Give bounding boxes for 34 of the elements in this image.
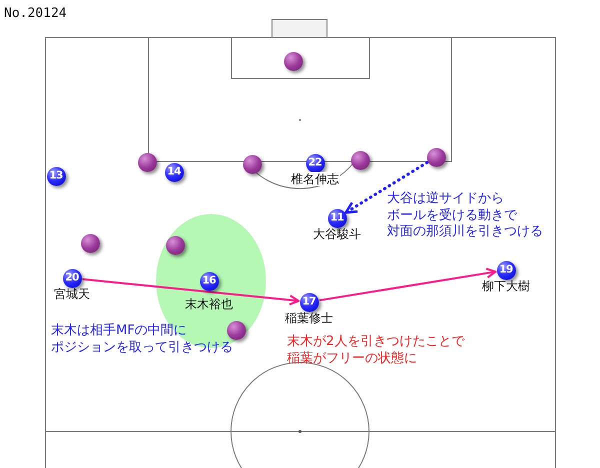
player-name: 椎名伸志 — [290, 172, 340, 186]
player-marker — [300, 292, 318, 312]
opponent-marker — [80, 234, 100, 252]
shirt-number: 16 — [202, 276, 216, 286]
annotation: 大谷は逆サイドからボールを受ける動きで対面の那須川を引きつける — [387, 191, 543, 240]
player-marker — [496, 260, 516, 280]
dotted-arrow — [344, 161, 429, 214]
shirt-number: 13 — [49, 170, 63, 182]
shirt-number: 19 — [499, 264, 513, 276]
opponent-marker — [284, 52, 302, 70]
shirt-number: 11 — [330, 212, 344, 224]
player-marker — [62, 268, 82, 288]
player-name: 大谷駿斗 — [313, 227, 361, 241]
shirt-number: 20 — [65, 272, 79, 284]
annotation: 末木は相手MFの中間にポジションを取って引きつける — [51, 323, 233, 356]
opponent-marker — [426, 148, 446, 166]
player-marker — [46, 166, 66, 186]
player-name: 稲葉修士 — [285, 311, 333, 325]
arrow — [82, 278, 300, 306]
diagram-number: No.20124 — [4, 6, 67, 22]
opponent-marker — [242, 154, 262, 174]
arrow — [319, 268, 497, 302]
shirt-number: 17 — [302, 296, 316, 308]
player-name: 柳下大樹 — [482, 279, 530, 293]
shirt-number: 14 — [167, 166, 181, 178]
annotation: 末木が2人を引きつけたことで稲葉がフリーの状態に — [287, 334, 464, 367]
opponent-marker — [350, 150, 370, 170]
player-name: 宮城天 — [54, 287, 90, 301]
opponent-marker — [138, 152, 156, 172]
player-marker — [164, 162, 184, 182]
player-marker — [306, 154, 324, 172]
player-name: 末木裕也 — [185, 297, 233, 311]
player-marker — [328, 208, 346, 228]
shirt-number: 22 — [308, 158, 322, 168]
